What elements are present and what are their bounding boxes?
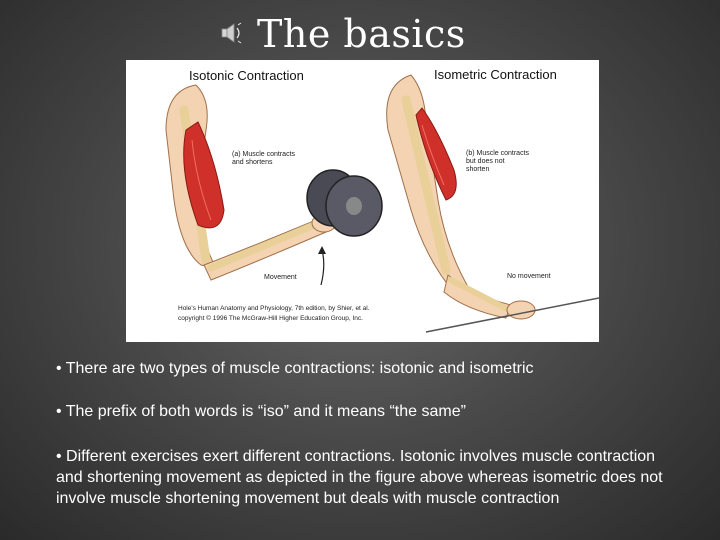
speaker-icon[interactable] (219, 20, 245, 46)
title-row: The basics (0, 4, 720, 60)
bullet-item: • The prefix of both words is “iso” and … (56, 403, 466, 420)
movement-label: Movement (264, 274, 297, 281)
bullet-item: • Different exercises exert different co… (56, 448, 663, 507)
slide-title: The basics (257, 12, 466, 56)
isotonic-heading: Isotonic Contraction (189, 68, 304, 83)
muscle-contraction-figure: Isotonic Contraction Isometric Contracti… (126, 60, 599, 342)
arm-illustrations (165, 74, 599, 333)
figure-credit: Hole's Human Anatomy and Physiology, 7th… (178, 304, 370, 324)
isometric-muscle-label: (b) Muscle contracts but does not shorte… (466, 150, 529, 174)
isometric-label-line3: shorten (466, 166, 490, 173)
isometric-heading: Isometric Contraction (434, 67, 557, 82)
isotonic-label-line2: and shortens (232, 159, 273, 166)
isometric-label-line2: but does not (466, 158, 505, 165)
isometric-label-line1: (b) Muscle contracts (466, 150, 530, 157)
isometric-arm-drawing (386, 74, 599, 333)
isotonic-label-line1: (a) Muscle contracts (232, 151, 296, 158)
credit-line2: copyright © 1996 The McGraw-Hill Higher … (178, 315, 363, 322)
isotonic-muscle-label: (a) Muscle contracts and shortens (232, 151, 295, 167)
isotonic-arm-drawing (165, 84, 383, 286)
no-movement-label: No movement (507, 273, 551, 280)
bullet-item: • There are two types of muscle contract… (56, 360, 534, 377)
credit-line1: Hole's Human Anatomy and Physiology, 7th… (178, 305, 370, 312)
